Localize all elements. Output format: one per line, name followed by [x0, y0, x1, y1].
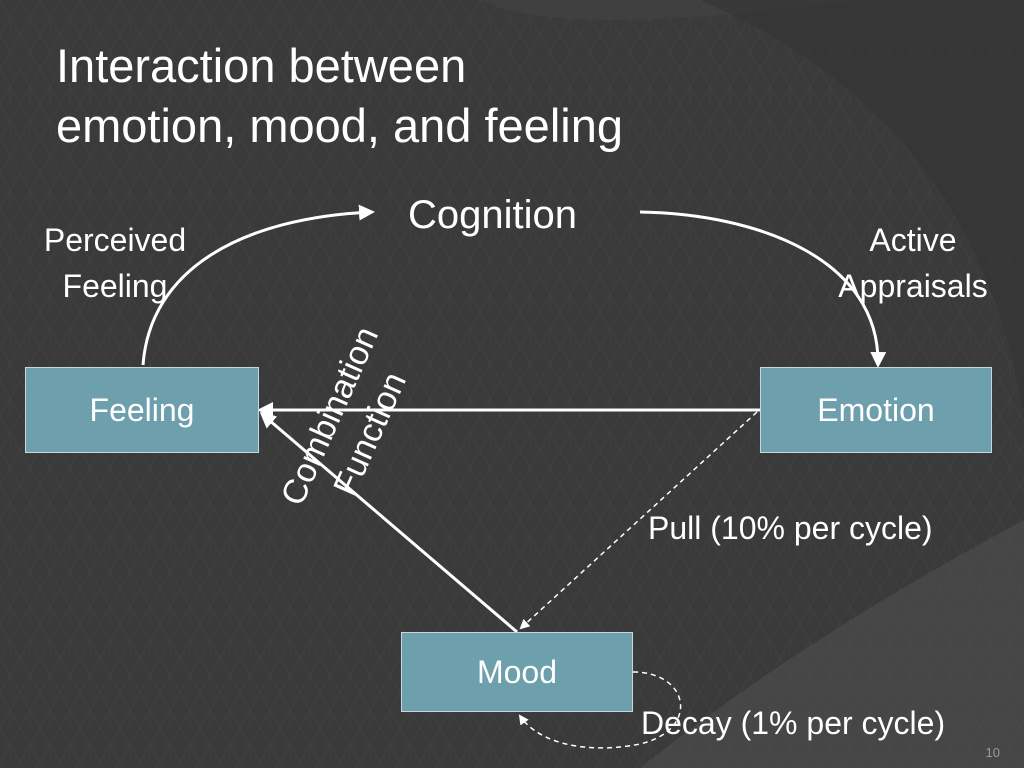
- node-mood: Mood: [401, 632, 633, 712]
- node-mood-label: Mood: [476, 653, 558, 690]
- node-feeling-label: Feeling: [89, 391, 195, 428]
- arrow-mood-decay-loop: [518, 671, 682, 749]
- title-line-2: emotion, mood, and feeling: [56, 99, 623, 152]
- label-appraisals-line-2: Appraisals: [838, 268, 988, 304]
- slide-title: Interaction between emotion, mood, and f…: [56, 36, 776, 156]
- node-cognition: Cognition: [408, 193, 578, 237]
- node-feeling: Feeling: [25, 367, 259, 453]
- label-perceived-line-1: Perceived: [43, 222, 187, 258]
- label-perceived-feeling: Perceived Feeling: [22, 217, 208, 309]
- label-appraisals-line-1: Active: [869, 222, 957, 258]
- label-pull: Pull (10% per cycle): [648, 510, 933, 546]
- slide-number: 10: [985, 745, 1000, 760]
- label-perceived-line-2: Feeling: [62, 268, 168, 304]
- node-emotion: Emotion: [760, 367, 992, 453]
- arrow-mood-to-feeling: [259, 412, 518, 634]
- arrow-cognition-to-emotion: [639, 210, 887, 368]
- label-active-appraisals: Active Appraisals: [818, 217, 1008, 309]
- label-decay: Decay (1% per cycle): [641, 705, 946, 741]
- title-line-1: Interaction between: [56, 39, 467, 92]
- arrow-feeling-to-cognition: [141, 204, 375, 366]
- node-emotion-label: Emotion: [817, 391, 935, 428]
